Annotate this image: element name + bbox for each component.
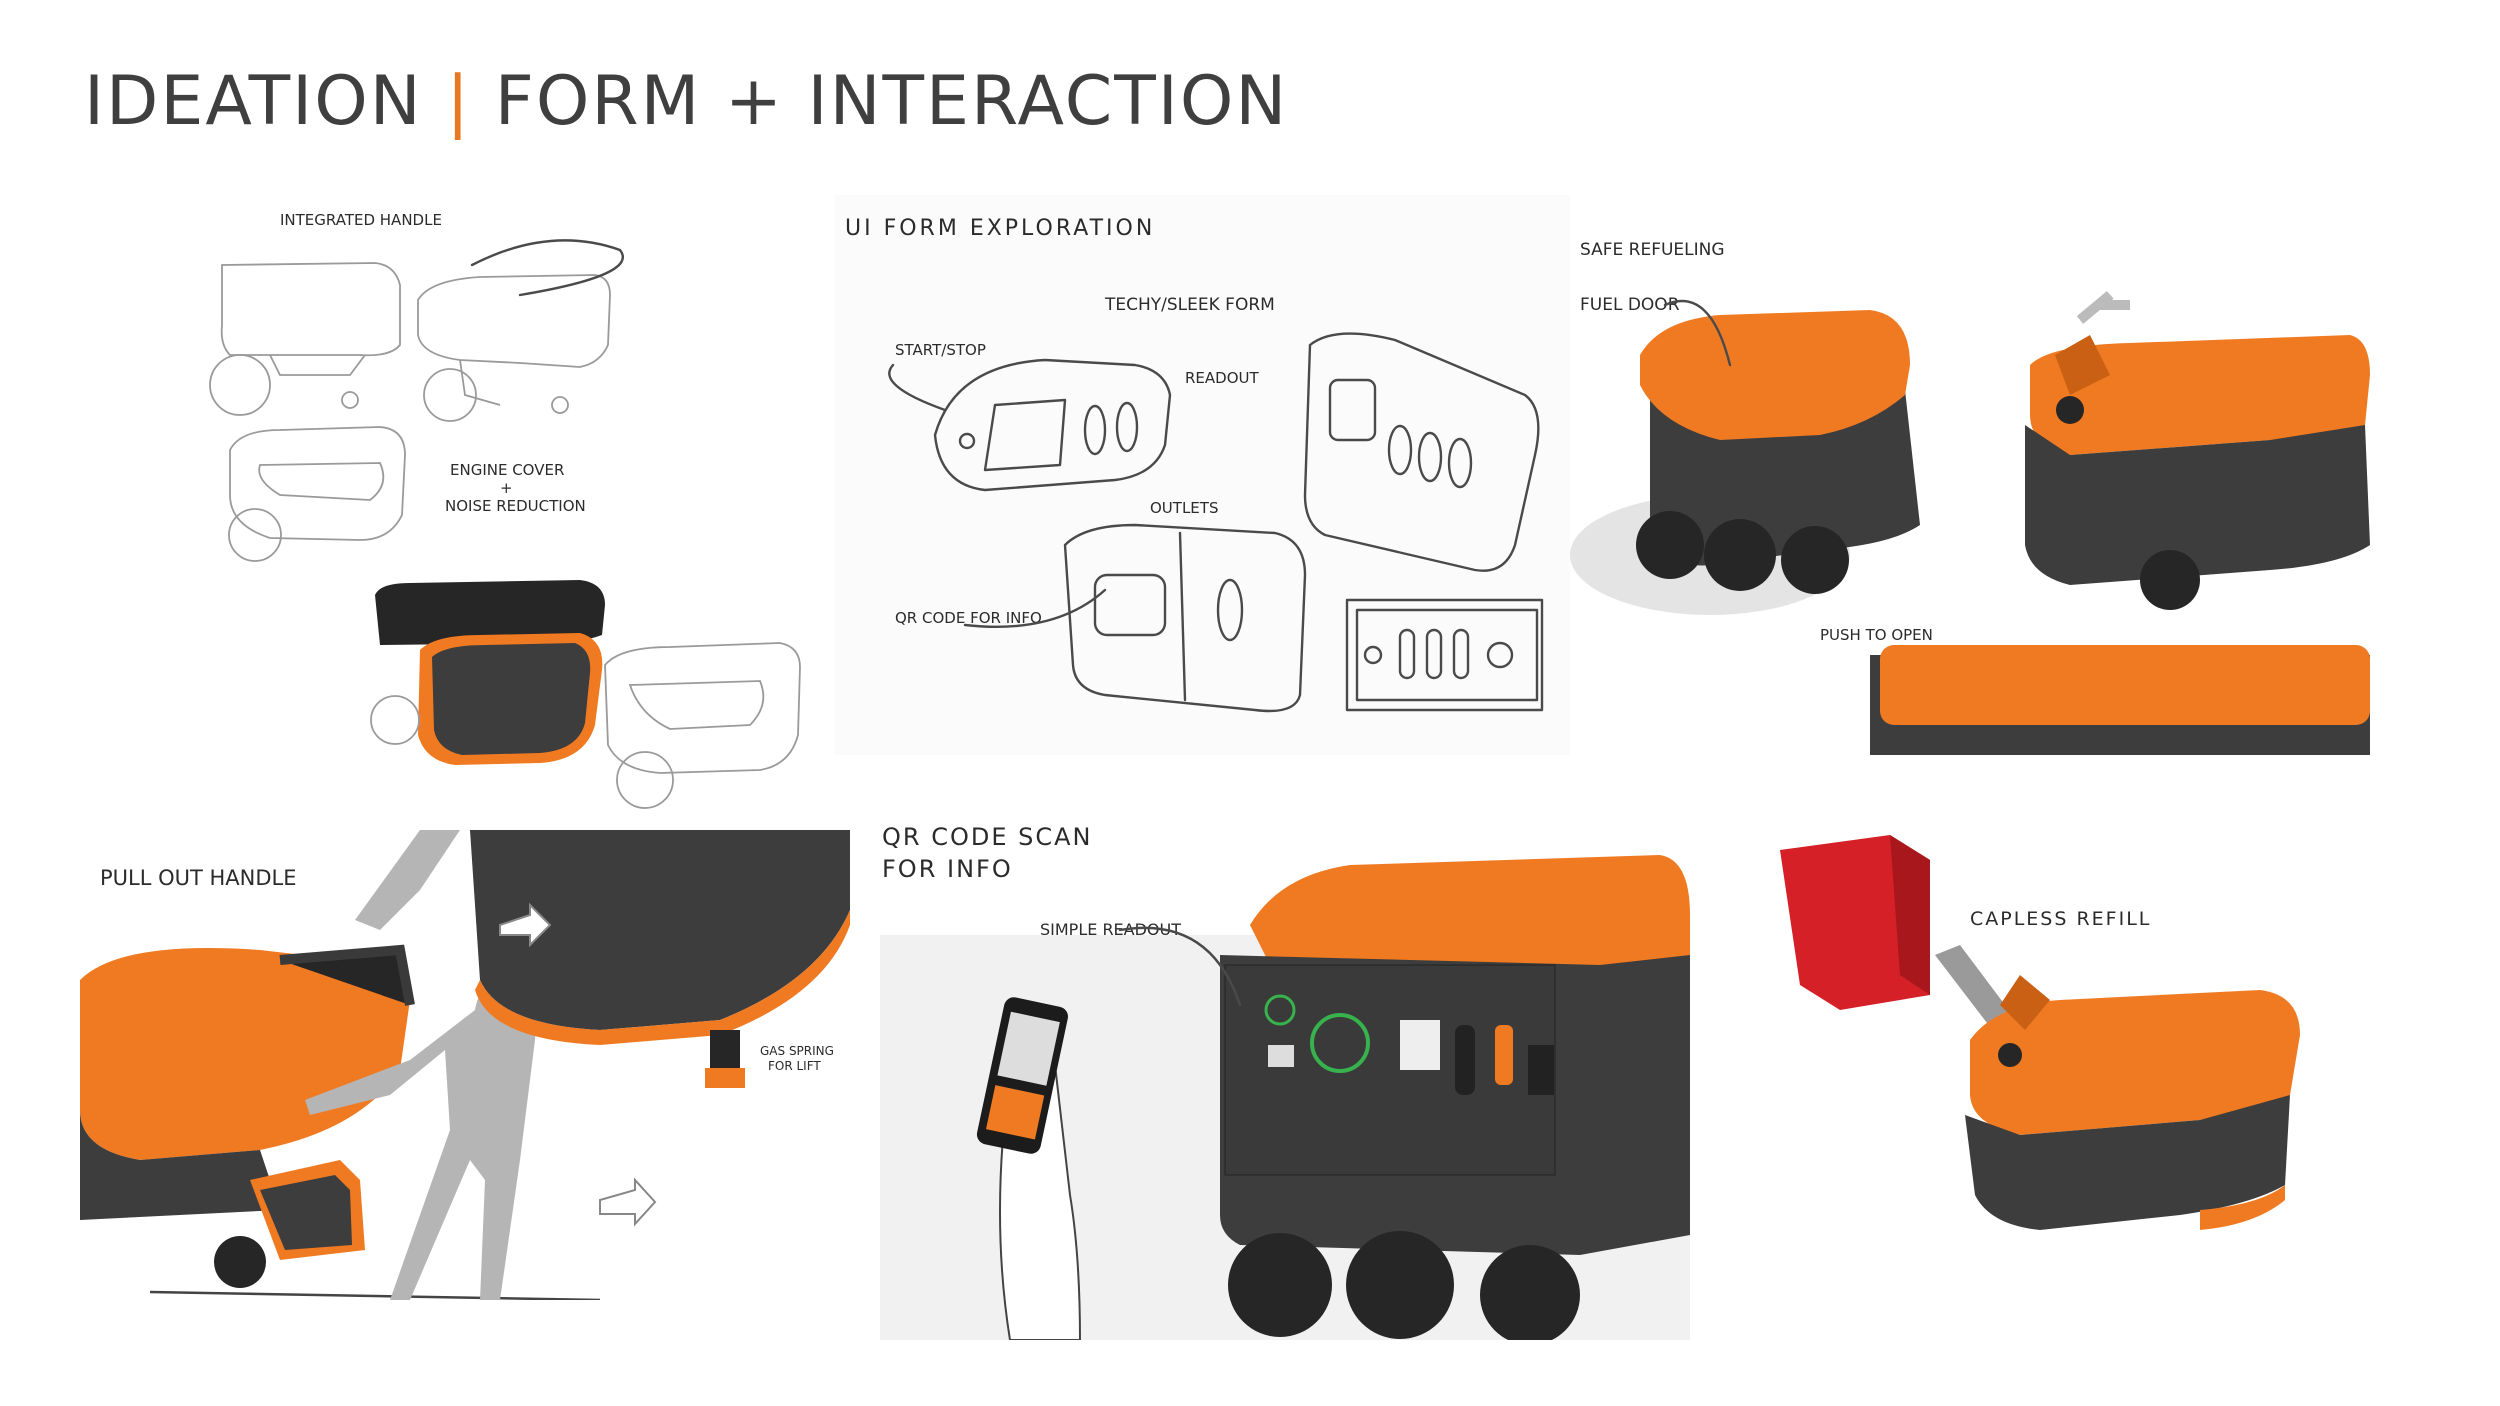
label-simple-readout: SIMPLE READOUT xyxy=(1040,920,1181,939)
label-readout: READOUT xyxy=(1185,369,1259,387)
label-integrated-handle: INTEGRATED HANDLE xyxy=(280,211,442,229)
capless-refill-panel: CAPLESS REFILL xyxy=(1760,825,2320,1285)
page-title: IDEATION | FORM + INTERACTION xyxy=(84,62,1288,141)
ui-form-heading: UI FORM EXPLORATION xyxy=(845,216,1155,241)
label-gas-spring: GAS SPRING xyxy=(760,1044,834,1058)
engine-cover-sketch-panel: INTEGRATED HANDLE ENGINE COVER + NOISE R… xyxy=(200,195,820,815)
label-start-stop: START/STOP xyxy=(895,341,986,359)
ui-form-exploration-panel: UI FORM EXPLORATION TECHY/SLEEK FORM STA… xyxy=(835,195,1570,755)
title-ideation: IDEATION xyxy=(84,62,423,141)
label-qr-code-scan: QR CODE SCAN xyxy=(882,823,1092,851)
label-outlets: OUTLETS xyxy=(1150,499,1218,517)
label-qr-code: QR CODE FOR INFO xyxy=(895,609,1042,627)
label-for-info: FOR INFO xyxy=(882,855,1013,883)
label-pull-out-handle: PULL OUT HANDLE xyxy=(100,866,297,890)
qr-scan-render: QR CODE SCAN FOR INFO SIMPLE READOUT xyxy=(880,823,1690,1340)
label-plus: + xyxy=(500,479,513,497)
safe-refueling-panel: SAFE REFUELING FUEL DOOR PUSH TO OPEN xyxy=(1570,225,2400,770)
title-form-interaction: FORM + INTERACTION xyxy=(494,62,1289,141)
pull-out-handle-panel: PULL OUT HANDLE GAS SPRING FOR LIFT xyxy=(80,830,880,1300)
refill-render: CAPLESS REFILL xyxy=(1780,835,2300,1230)
handle-render: PULL OUT HANDLE GAS SPRING FOR LIFT xyxy=(80,830,850,1300)
ui-form-sketch: UI FORM EXPLORATION TECHY/SLEEK FORM STA… xyxy=(845,216,1544,713)
label-safe-refueling: SAFE REFUELING xyxy=(1580,240,1725,260)
qr-code-scan-panel: QR CODE SCAN FOR INFO SIMPLE READOUT xyxy=(880,815,1690,1340)
engine-cover-sketch: INTEGRATED HANDLE ENGINE COVER + NOISE R… xyxy=(209,211,801,809)
label-noise-reduction: NOISE REDUCTION xyxy=(445,497,586,515)
label-fuel-door: FUEL DOOR xyxy=(1580,295,1680,315)
label-capless-refill: CAPLESS REFILL xyxy=(1970,908,2151,930)
label-techy-sleek: TECHY/SLEEK FORM xyxy=(1104,295,1275,315)
refueling-render: SAFE REFUELING FUEL DOOR PUSH TO OPEN xyxy=(1570,240,2370,755)
label-for-lift: FOR LIFT xyxy=(768,1059,821,1073)
label-push-to-open: PUSH TO OPEN xyxy=(1820,626,1933,644)
label-engine-cover: ENGINE COVER xyxy=(450,461,564,479)
title-separator: | xyxy=(446,62,472,141)
